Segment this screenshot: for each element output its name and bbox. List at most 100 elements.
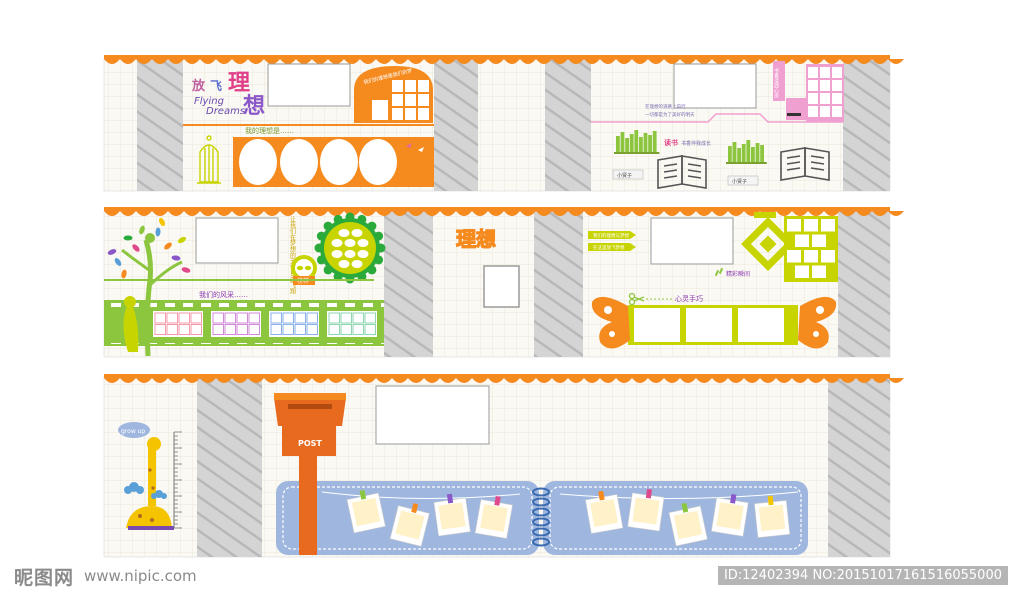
- scallop: [712, 378, 728, 383]
- scallop: [408, 378, 424, 383]
- gray-pillar: [137, 58, 183, 191]
- scallop: [760, 378, 776, 383]
- craft-frame: [686, 308, 732, 342]
- scallop: [568, 211, 584, 216]
- open-book-icon: [657, 155, 707, 189]
- oval-frame: [239, 139, 277, 185]
- gray-pillar: [843, 58, 890, 191]
- scallop: [168, 211, 184, 216]
- scallop: [360, 211, 376, 216]
- scallop: [104, 378, 120, 383]
- scallop: [104, 211, 120, 216]
- photo-frame: [650, 217, 734, 265]
- scallop: [328, 59, 344, 64]
- film-holes: [104, 302, 384, 308]
- scallop: [648, 211, 664, 216]
- scallop: [216, 59, 232, 64]
- scallop: [600, 59, 616, 64]
- gray-pillar: [434, 58, 478, 191]
- scallop: [760, 59, 776, 64]
- scallop: [456, 211, 472, 216]
- scallop: [168, 59, 184, 64]
- scallop: [168, 378, 184, 383]
- bird-icon: [406, 143, 424, 152]
- scallop: [712, 211, 728, 216]
- scallop: [344, 378, 360, 383]
- scallop: [488, 378, 504, 383]
- scallop: [360, 59, 376, 64]
- photo-frame: [483, 265, 520, 308]
- oval-frame: [280, 139, 318, 185]
- scallop: [632, 378, 648, 383]
- scallop: [360, 378, 376, 383]
- scallop: [728, 378, 744, 383]
- craft-frame: [738, 308, 784, 342]
- vertical-slogan: 让我们在梦想的天空自由飞翔: [289, 215, 296, 295]
- scallop: [120, 59, 136, 64]
- flying-text: Flying: [194, 96, 224, 107]
- scallop: [472, 211, 488, 216]
- oval-frame: [320, 139, 358, 185]
- scallop: [104, 59, 120, 64]
- scallop: [264, 211, 280, 216]
- scallop: [616, 211, 632, 216]
- sparkle-icon: [714, 267, 724, 277]
- scallop: [472, 378, 488, 383]
- scallop: [504, 59, 520, 64]
- arch-photo-grid: [372, 80, 429, 120]
- giraffe-icon: [126, 437, 174, 530]
- scallop: [456, 59, 472, 64]
- dreams-text: Dreams: [206, 106, 245, 117]
- green-line: [104, 279, 374, 281]
- orange-line: [183, 124, 434, 126]
- speech-bubble: [118, 422, 150, 438]
- polaroid-photos: [346, 488, 791, 547]
- scallop: [376, 378, 392, 383]
- book-row-icon: [614, 130, 660, 154]
- scallop: [728, 211, 744, 216]
- scallop: [616, 378, 632, 383]
- scallop: [232, 378, 248, 383]
- black-tag: [787, 113, 801, 116]
- scallop: [584, 378, 600, 383]
- scallop: [216, 378, 232, 383]
- scallop: [888, 378, 904, 383]
- wall-panel-1: 放 飞 理 想 Flying Dreams 我们的理想是我们的梦 我的理想是……: [103, 55, 904, 192]
- scallop: [792, 378, 808, 383]
- photo-frame: [673, 63, 757, 109]
- scallop: [152, 59, 168, 64]
- scallop: [840, 211, 856, 216]
- gray-pillar: [838, 210, 890, 357]
- scallop: [840, 59, 856, 64]
- gray-pillar: [828, 377, 890, 557]
- scallop: [232, 211, 248, 216]
- scallop: [872, 59, 888, 64]
- post-box-icon: [274, 393, 346, 555]
- scallop: [808, 59, 824, 64]
- scallop: [632, 211, 648, 216]
- highlight-label: 精彩瞬间: [726, 270, 750, 278]
- scallop: [488, 211, 504, 216]
- scallop: [872, 211, 888, 216]
- title-char: 想: [243, 94, 265, 119]
- scallop: [696, 378, 712, 383]
- hanging-string: [559, 491, 799, 500]
- scallop: [824, 378, 840, 383]
- scallop: [520, 378, 536, 383]
- scallop: [424, 211, 440, 216]
- scallop: [264, 59, 280, 64]
- scallop: [440, 211, 456, 216]
- wall-panel-3: grow up: [103, 374, 904, 558]
- scallop: [440, 59, 456, 64]
- mid-title: 理想: [456, 227, 496, 251]
- wall-panel-2: 让我们在梦想的天空自由飞翔 榜样 我们的风采…… 理想: [103, 207, 904, 358]
- scallop: [344, 59, 360, 64]
- scallop: [312, 59, 328, 64]
- scallop: [888, 211, 904, 216]
- yellow-brick-grid: [784, 216, 838, 282]
- scallop: [680, 59, 696, 64]
- scallop: [408, 59, 424, 64]
- scallop: [664, 378, 680, 383]
- yellow-tag: [588, 243, 636, 251]
- title-char: 放: [191, 78, 206, 94]
